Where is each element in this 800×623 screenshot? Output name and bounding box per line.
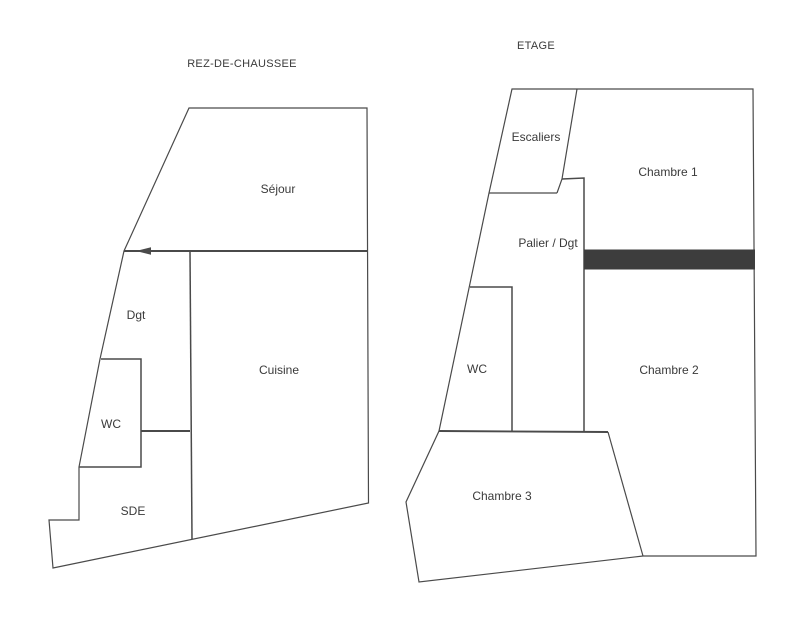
upper-floor-plan: ETAGE Escaliers Chambre 1 Palier / Dgt W… — [405, 40, 757, 583]
room-label-escaliers: Escaliers — [512, 130, 561, 144]
gf-wc-walls — [79, 358, 142, 468]
gf-cuisine-left-wall — [189, 250, 193, 540]
uf-chambre3-top-wall — [438, 430, 609, 433]
upper-floor-title: ETAGE — [517, 40, 555, 52]
upper-floor-outline — [405, 88, 757, 583]
room-label-chambre-1: Chambre 1 — [638, 165, 698, 179]
uf-solid-wall-chambre1-chambre2 — [584, 249, 755, 270]
room-label-wc-ground: WC — [101, 417, 121, 431]
ground-floor-outline — [48, 107, 370, 569]
room-label-sejour: Séjour — [261, 182, 296, 196]
uf-palier-right-wall — [561, 177, 585, 431]
room-label-chambre-3: Chambre 3 — [472, 489, 532, 503]
room-label-chambre-2: Chambre 2 — [639, 363, 699, 377]
room-label-cuisine: Cuisine — [259, 363, 299, 377]
room-label-sde: SDE — [121, 504, 146, 518]
gf-door-direction-arrow-icon — [136, 247, 151, 255]
room-label-wc-upper: WC — [467, 362, 487, 376]
ground-floor-plan: REZ-DE-CHAUSSEE Séjour Dgt Cuisine WC SD… — [48, 58, 370, 569]
room-label-dgt: Dgt — [127, 308, 146, 322]
ground-floor-title: REZ-DE-CHAUSSEE — [187, 58, 297, 70]
uf-chambre3-right-wall — [607, 431, 644, 557]
uf-wc-walls — [470, 286, 513, 431]
room-label-palier-dgt: Palier / Dgt — [518, 236, 578, 250]
